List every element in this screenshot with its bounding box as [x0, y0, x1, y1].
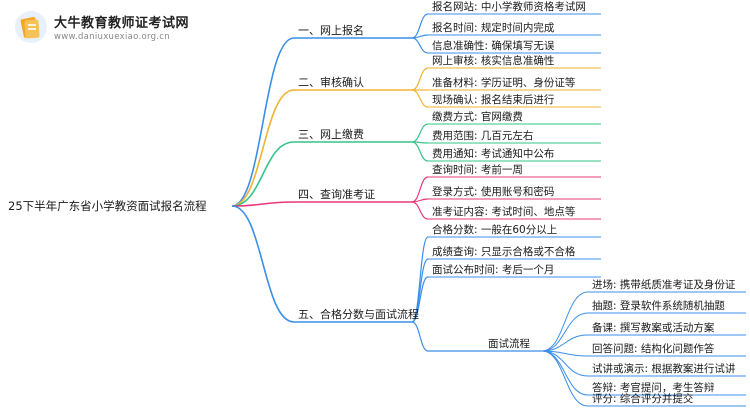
- leaf-label-4-1: 查询时间: 考前一周: [432, 163, 523, 176]
- branch-label-5: 五、合格分数与面试流程: [298, 307, 419, 321]
- leaf-label-1-3: 信息准确性: 确保填写无误: [432, 39, 555, 52]
- sub-branch-label: 面试流程: [488, 337, 530, 350]
- leaf-label-5-2: 成绩查询: 只显示合格或不合格: [432, 245, 576, 258]
- leaf-label-2-2: 准备材料: 学历证明、身份证等: [432, 76, 576, 89]
- sub-leaf-connector-7: [541, 350, 589, 407]
- sub-leaf-label-1: 进场: 携带纸质准考证及身份证: [592, 278, 736, 291]
- branch-connector-4: [231, 201, 295, 207]
- leaf-connector-1-3: [411, 37, 429, 54]
- leaf-label-1-2: 报名时间: 规定时间内完成: [432, 21, 555, 34]
- nodes: 25下半年广东省小学教资面试报名流程 一、网上报名 报名网站: 中小学教师资格考试网…: [8, 0, 746, 407]
- branch-connector-2: [231, 89, 295, 207]
- branch-connector-1: [231, 37, 295, 207]
- sub-leaf-label-6: 答辩: 考官提问，考生答辩: [592, 381, 715, 394]
- leaf-connector-4-3: [411, 201, 429, 220]
- branch-label-2: 二、审核确认: [298, 75, 364, 89]
- sub-leaf-connector-1: [541, 291, 589, 352]
- branch-label-4: 四、查询准考证: [298, 187, 375, 201]
- sub-leaf-label-4: 回答问题: 结构化问题作答: [592, 342, 715, 355]
- book-logo-icon: [15, 11, 47, 43]
- root-topic: 25下半年广东省小学教资面试报名流程: [8, 199, 207, 213]
- leaf-label-5-3: 面试公布时间: 考后一个月: [432, 263, 554, 276]
- leaf-connector-4-1: [411, 176, 429, 203]
- leaf-connector-3-3: [411, 141, 429, 162]
- leaf-label-1-1: 报名网站: 中小学教师资格考试网: [432, 0, 586, 13]
- leaf-label-2-1: 网上审核: 核实信息准确性: [432, 54, 554, 67]
- sub-leaf-label-5: 试讲或演示: 根据教案进行试讲: [592, 362, 736, 375]
- leaf-connector-3-1: [411, 123, 429, 143]
- branch-label-1: 一、网上报名: [298, 23, 364, 37]
- leaf-connector-5-3: [411, 276, 429, 323]
- leaf-label-5-1: 合格分数: 一般在60分以上: [432, 223, 557, 236]
- branch-connector-3: [231, 141, 295, 207]
- leaf-label-2-3: 现场确认: 报名结束后进行: [432, 93, 555, 106]
- leaf-label-4-2: 登录方式: 使用账号和密码: [432, 185, 554, 198]
- connectors: [231, 13, 589, 407]
- leaf-label-3-2: 费用范围: 几百元左右: [432, 129, 533, 142]
- sub-leaf-connector-2: [541, 312, 589, 352]
- leaf-label-3-1: 缴费方式: 官网缴费: [432, 110, 523, 123]
- sub-leaf-connector-6: [541, 350, 589, 396]
- branch-label-3: 三、网上缴费: [298, 127, 364, 141]
- logo-title: 大牛教育教师证考试网: [54, 16, 190, 31]
- leaf-label-3-3: 费用通知: 考试通知中公布: [432, 147, 554, 160]
- logo-url: www.daniuxuexiao.org.cn: [54, 32, 170, 42]
- leaf-connector-1-1: [411, 13, 429, 39]
- branch-connector-5: [231, 205, 295, 323]
- sub-leaf-label-3: 备课: 撰写教案或活动方案: [592, 321, 715, 334]
- leaf-connector-2-3: [411, 89, 429, 108]
- logo: 大牛教育教师证考试网 www.daniuxuexiao.org.cn: [14, 8, 194, 48]
- sub-leaf-label-2: 抽题: 登录软件系统随机抽题: [592, 299, 725, 312]
- leaf-connector-2-1: [411, 67, 429, 91]
- leaf-connector-5-4: [411, 321, 429, 352]
- sub-leaf-label-7: 评分: 综合评分并提交: [592, 392, 694, 405]
- sub-leaf-connector-3: [541, 334, 589, 352]
- leaf-label-4-3: 准考证内容: 考试时间、地点等: [432, 205, 576, 218]
